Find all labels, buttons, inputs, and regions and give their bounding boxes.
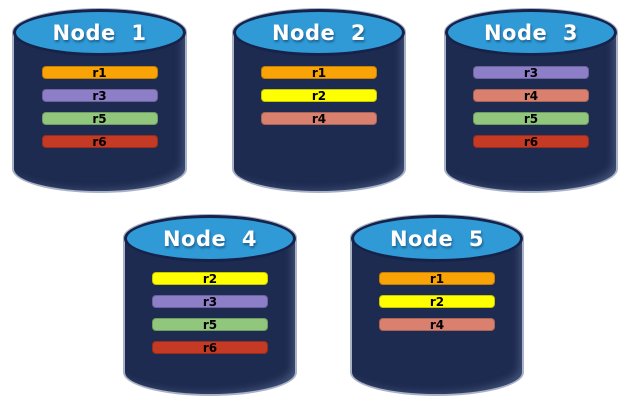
cylinder-top: Node 1 <box>13 9 186 56</box>
replica-label: r1 <box>92 65 107 80</box>
node-2-cylinder: Node 2 r1 r2 r4 <box>232 8 406 193</box>
replica-label: r5 <box>523 111 539 126</box>
replica-bar-r1: r1 <box>261 66 377 79</box>
replica-bar-r6: r6 <box>152 341 268 354</box>
replica-label: r3 <box>202 294 218 309</box>
replica-label: r1 <box>429 271 445 286</box>
replica-label: r4 <box>311 111 327 126</box>
replica-bar-r2: r2 <box>261 89 377 102</box>
node-4-cylinder: Node 4 r2 r3 r5 r6 <box>123 214 297 396</box>
replica-bar-r5: r5 <box>41 111 158 126</box>
replica-bar-r3: r3 <box>473 66 589 79</box>
replica-label: r3 <box>92 88 107 103</box>
replica-label: r4 <box>523 88 539 103</box>
replica-list: r3 r4 r5 r6 <box>473 66 589 148</box>
node-title: Node 2 <box>271 20 366 45</box>
replica-bar-r2: r2 <box>152 272 268 285</box>
replica-bar-r1: r1 <box>41 65 158 80</box>
replica-list: r1 r2 r4 <box>379 272 495 331</box>
replica-bar-r3: r3 <box>152 295 268 308</box>
replica-label: r2 <box>429 294 445 309</box>
replica-label: r2 <box>311 88 327 103</box>
replica-label: r6 <box>202 340 218 355</box>
replica-label: r2 <box>202 271 218 286</box>
replica-bar-r5: r5 <box>473 112 589 125</box>
node-3-cylinder: Node 3 r3 r4 r5 r6 <box>444 8 618 193</box>
node-1-cylinder: Node 1 r1 r3 r5 r6 <box>12 8 187 193</box>
replica-label: r4 <box>429 317 445 332</box>
replica-list: r1 r3 r5 r6 <box>41 65 158 149</box>
replica-label: r5 <box>202 317 218 332</box>
node-title: Node 1 <box>52 20 147 45</box>
replica-list: r2 r3 r5 r6 <box>152 272 268 354</box>
replica-bar-r3: r3 <box>41 88 158 103</box>
cylinder-top: Node 2 <box>233 9 405 56</box>
replica-list: r1 r2 r4 <box>261 66 377 125</box>
replica-bar-r1: r1 <box>379 272 495 285</box>
replica-bar-r5: r5 <box>152 318 268 331</box>
replica-bar-r4: r4 <box>379 318 495 331</box>
replica-bar-r4: r4 <box>473 89 589 102</box>
cylinder-top: Node 4 <box>124 215 296 262</box>
replica-label: r6 <box>523 134 539 149</box>
cylinder-top: Node 5 <box>351 215 523 262</box>
node-5-cylinder: Node 5 r1 r2 r4 <box>350 214 524 396</box>
replica-label: r5 <box>92 111 107 126</box>
replica-bar-r2: r2 <box>379 295 495 308</box>
node-title: Node 3 <box>483 20 578 45</box>
replica-label: r3 <box>523 65 539 80</box>
replica-bar-r6: r6 <box>473 135 589 148</box>
node-title: Node 4 <box>162 226 257 251</box>
cylinder-top: Node 3 <box>445 9 617 56</box>
replica-label: r1 <box>311 65 327 80</box>
replica-bar-r6: r6 <box>41 134 158 149</box>
replica-label: r6 <box>92 134 107 149</box>
node-title: Node 5 <box>389 226 484 251</box>
replica-bar-r4: r4 <box>261 112 377 125</box>
